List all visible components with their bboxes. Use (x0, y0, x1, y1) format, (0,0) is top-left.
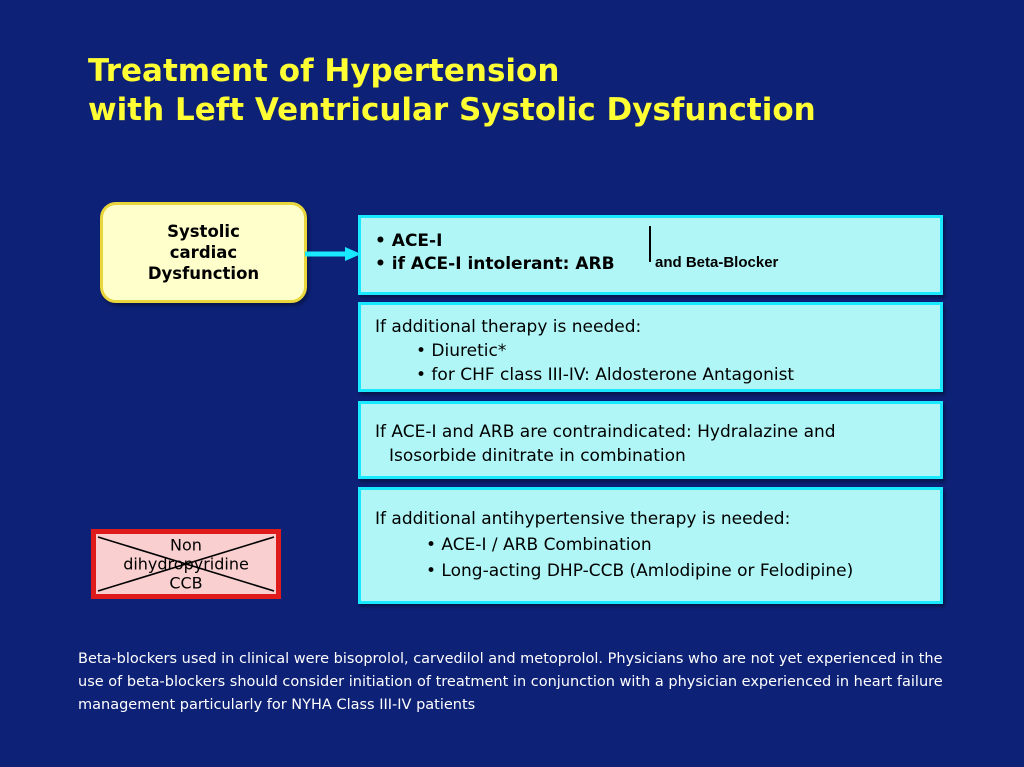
box2-line-2: • Diuretic* (416, 341, 507, 361)
footnote-text: Beta-blockers used in clinical were biso… (78, 651, 943, 713)
systolic-cardiac-dysfunction-box: Systolic cardiac Dysfunction (100, 202, 307, 303)
box1-annotation: and Beta-Blocker (655, 254, 779, 271)
box2-line-1: If additional therapy is needed: (375, 317, 642, 337)
page-title: Treatment of Hypertension with Left Vent… (88, 53, 816, 128)
box4-line-2: • ACE-I / ARB Combination (426, 535, 652, 555)
therapy-box-antihypertensive: If additional antihypertensive therapy i… (358, 487, 943, 604)
box4-line-1: If additional antihypertensive therapy i… (375, 509, 791, 529)
box2-line-3: • for CHF class III-IV: Aldosterone Anta… (416, 365, 795, 385)
flow-arrow-icon (305, 246, 361, 262)
box1-line-2: • if ACE-I intolerant: ARB (375, 254, 615, 274)
box3-line-2: Isosorbide dinitrate in combination (389, 446, 686, 466)
source-box-label: Systolic cardiac Dysfunction (147, 222, 260, 283)
box1-line-1: • ACE-I (375, 231, 443, 251)
therapy-box-first-line: • ACE-I • if ACE-I intolerant: ARB and B… (358, 215, 943, 295)
therapy-box-additional-therapy: If additional therapy is needed: • Diure… (358, 302, 943, 392)
non-dihydropyridine-ccb-box: Non dihydropyridine CCB (91, 529, 281, 599)
ccb-box-label: Non dihydropyridine CCB (123, 535, 249, 593)
box4-line-3: • Long-acting DHP-CCB (Amlodipine or Fel… (426, 561, 854, 581)
therapy-box-contraindicated: If ACE-I and ARB are contraindicated: Hy… (358, 401, 943, 479)
box3-line-1: If ACE-I and ARB are contraindicated: Hy… (375, 422, 836, 442)
bracket-tick-mark (649, 226, 651, 262)
